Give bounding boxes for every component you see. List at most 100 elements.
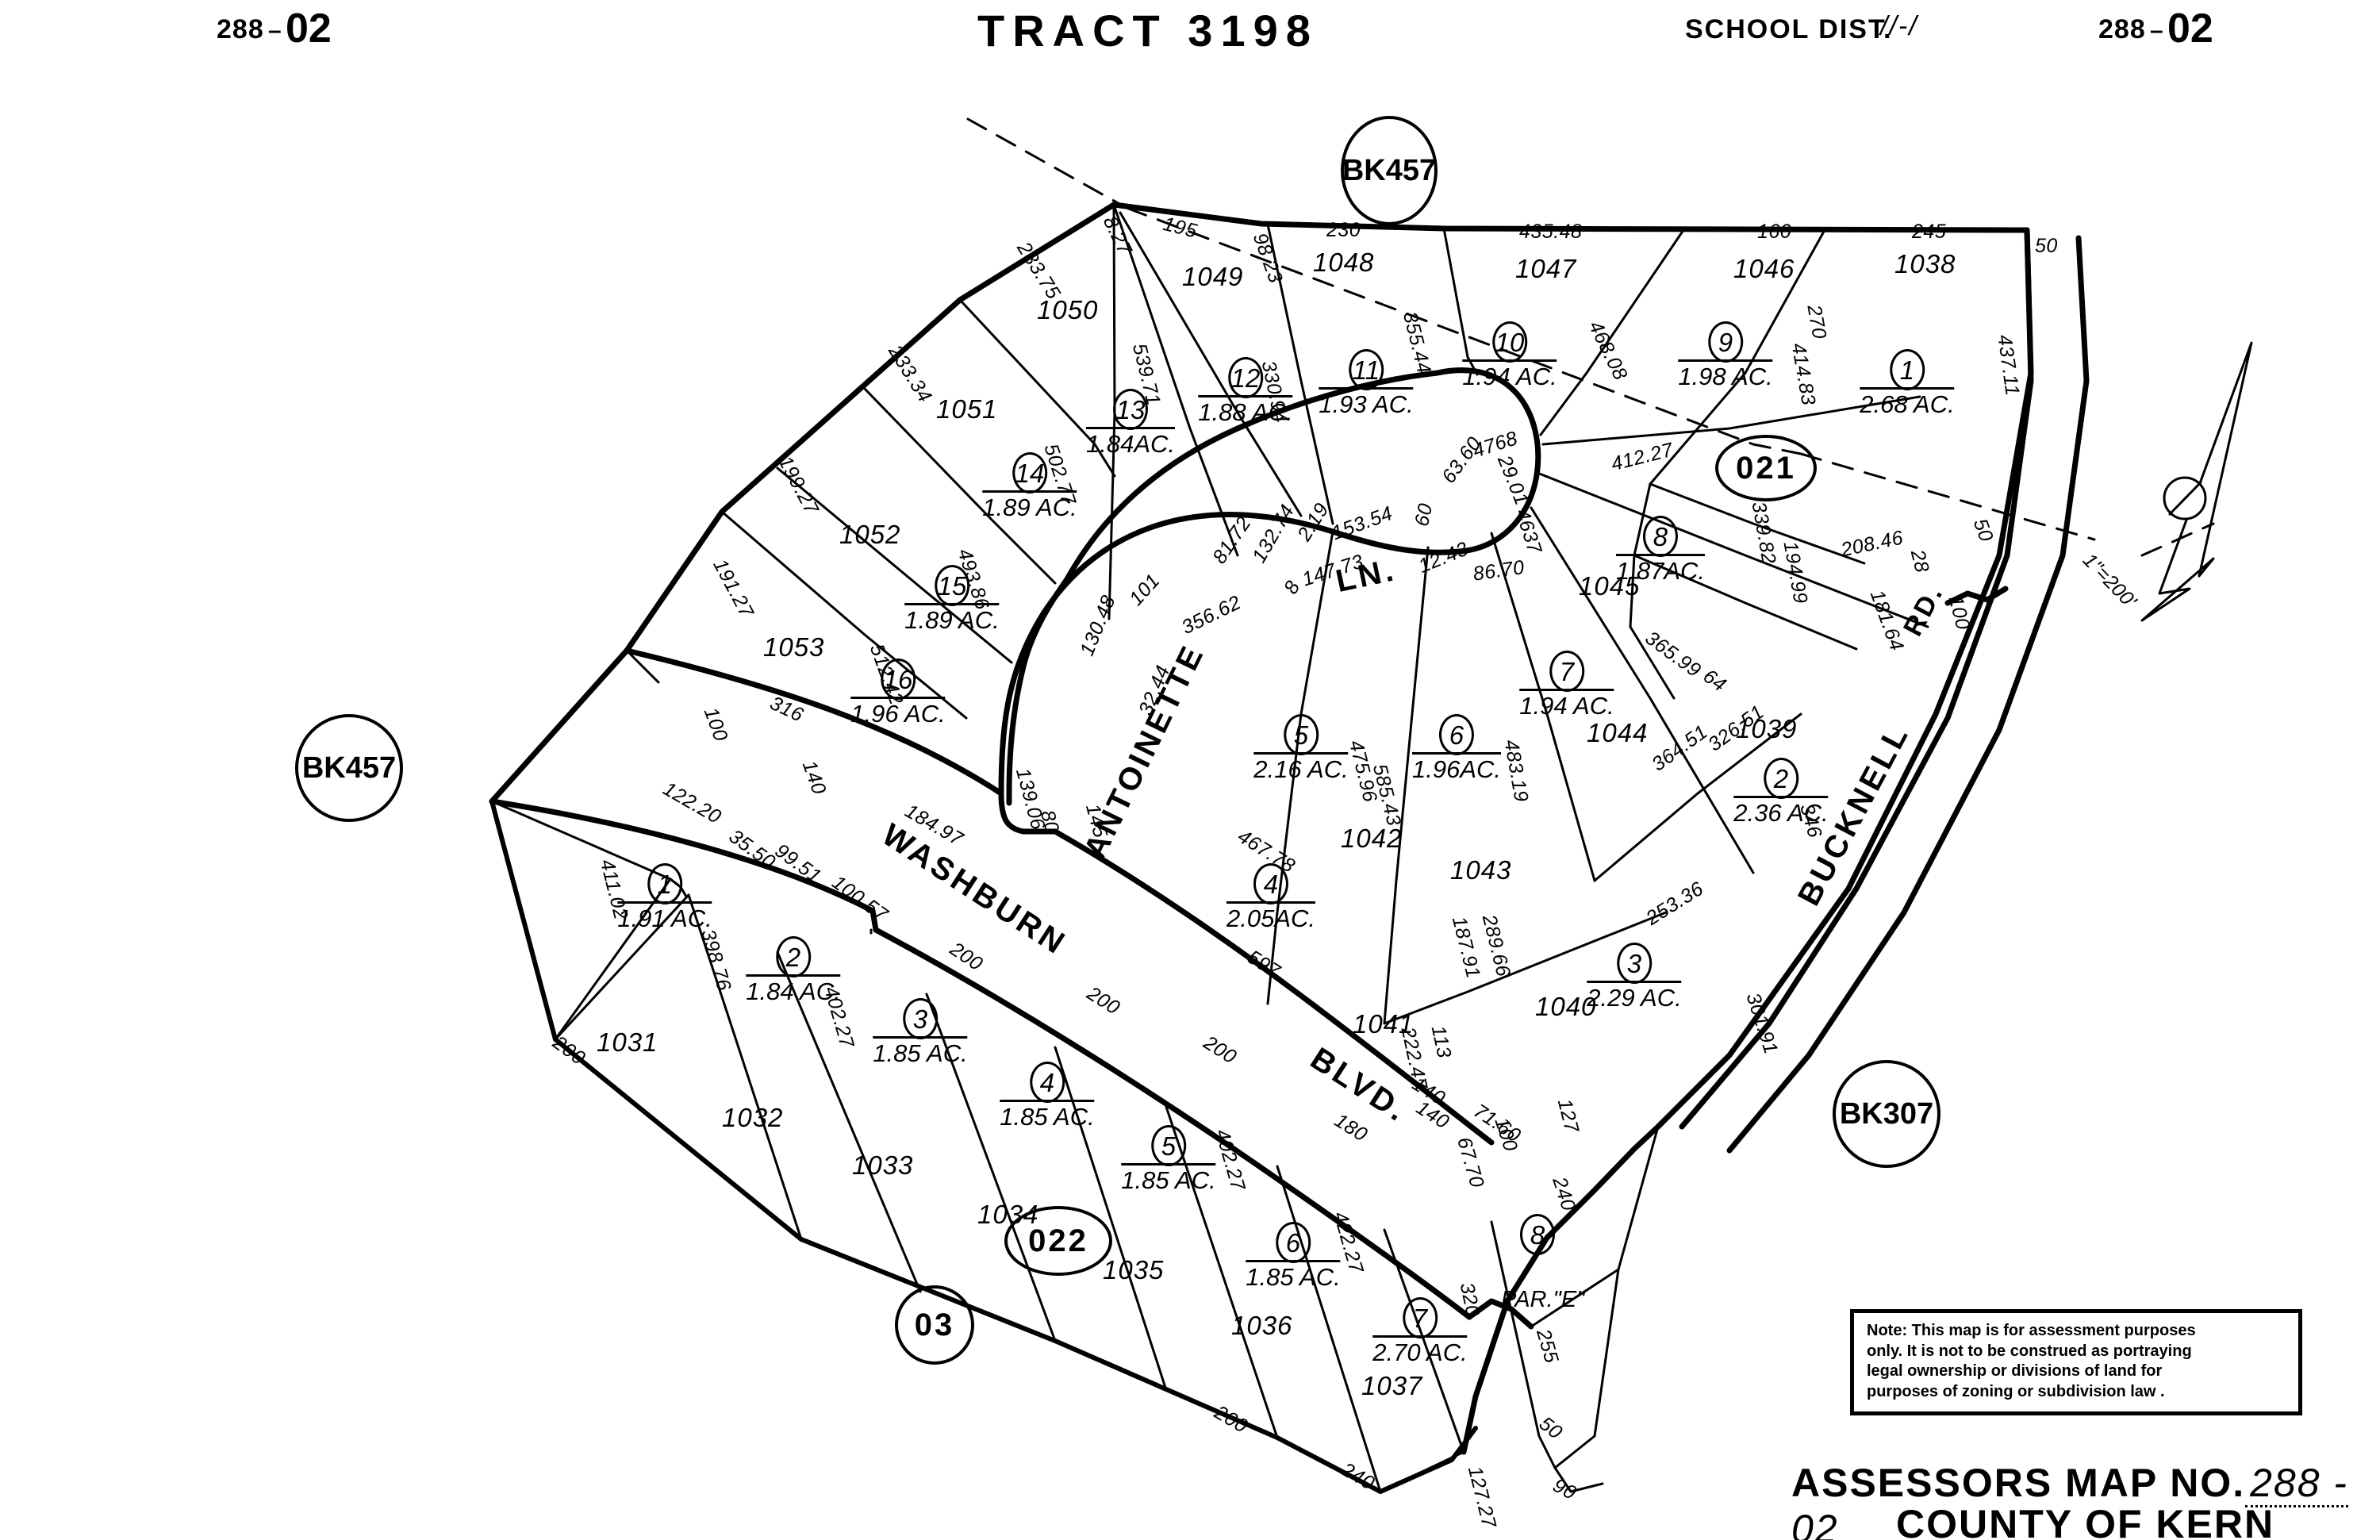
header-right-book: 288 xyxy=(2098,14,2146,44)
lot-14-number: 14 xyxy=(1012,452,1047,493)
lot-5-south[interactable]: 5 1.85 AC. xyxy=(1121,1125,1216,1195)
lot-5-north[interactable]: 5 2.16 AC. xyxy=(1253,714,1349,784)
assessors-map-label: ASSESSORS MAP NO. xyxy=(1791,1461,2246,1505)
dim-245: 245 xyxy=(1912,221,1947,243)
lot-8-south[interactable]: 8 xyxy=(1520,1214,1555,1255)
parcel-number-1035: 1035 xyxy=(1103,1255,1165,1285)
parcel-number-1037: 1037 xyxy=(1361,1371,1423,1400)
parcel-number-1032: 1032 xyxy=(722,1103,784,1132)
lot-6-south-acres: 1.85 AC. xyxy=(1246,1260,1341,1292)
lot-13-acres: 1.84AC. xyxy=(1085,427,1176,459)
washburn-blvd-edges xyxy=(489,647,1534,1330)
lot-1-south-number: 1 xyxy=(647,863,682,904)
parcel-number-1050: 1050 xyxy=(1037,295,1099,325)
page-ref-022[interactable]: 022 xyxy=(1004,1206,1112,1276)
lot-16-number: 16 xyxy=(880,659,916,700)
lot-9-acres: 1.98 AC. xyxy=(1678,359,1773,391)
assessors-map-line: ASSESSORS MAP NO.288 - 02 xyxy=(1791,1460,2380,1540)
lot-9[interactable]: 9 1.98 AC. xyxy=(1678,321,1773,391)
page-ref-021-label: 021 xyxy=(1736,450,1796,486)
dim-160: 160 xyxy=(1757,221,1792,243)
lot-14[interactable]: 14 1.89 AC. xyxy=(982,452,1077,522)
parcel-number-1034: 1034 xyxy=(977,1200,1039,1229)
lot-4-north-acres: 2.05AC. xyxy=(1226,901,1316,933)
lot-4-north[interactable]: 4 2.05AC. xyxy=(1226,863,1316,933)
parcel-number-1051: 1051 xyxy=(936,394,998,424)
lot-5-south-number: 5 xyxy=(1150,1125,1186,1166)
lot-2-south-number: 2 xyxy=(775,936,811,977)
lot-8-south-number: 8 xyxy=(1520,1214,1555,1255)
lot-6-north[interactable]: 6 1.96AC. xyxy=(1411,714,1502,784)
parcel-number-1046: 1046 xyxy=(1733,254,1795,283)
note-line-2: only. It is not to be construed as portr… xyxy=(1867,1342,2192,1360)
lot-3-north[interactable]: 3 2.29 AC. xyxy=(1587,943,1682,1012)
bk307-right-label: BK307 xyxy=(1839,1096,1934,1131)
bk457-top-label: BK457 xyxy=(1342,153,1437,187)
parcel-number-1036: 1036 xyxy=(1231,1311,1293,1340)
parcel-number-1049: 1049 xyxy=(1182,262,1244,291)
lot-7-south[interactable]: 7 2.70 AC. xyxy=(1372,1297,1468,1367)
page-title: TRACT 3198 xyxy=(977,6,1319,56)
county-name: COUNTY OF KERN xyxy=(1896,1502,2275,1540)
parcel-name-par-e: PAR."E" xyxy=(1501,1287,1585,1312)
lot-9-number: 9 xyxy=(1707,321,1743,363)
lot-3-south-acres: 1.85 AC. xyxy=(873,1036,968,1068)
parcel-number-1043: 1043 xyxy=(1450,855,1512,885)
page-ref-03[interactable]: 03 xyxy=(895,1285,974,1365)
lot-8-north-acres: 1.87AC. xyxy=(1615,554,1706,586)
lot-1-south-acres: 1.91 AC. xyxy=(617,901,712,933)
lot-11-number: 11 xyxy=(1348,349,1384,390)
lot-11[interactable]: 11 1.93 AC. xyxy=(1319,349,1414,419)
header-left-page: 02 xyxy=(286,6,332,52)
lot-15-number: 15 xyxy=(934,565,969,606)
lot-2-north[interactable]: 2 2.36 AC. xyxy=(1733,758,1829,828)
lot-12[interactable]: 12 1.88 AC. xyxy=(1198,357,1293,427)
note-line-3: legal ownership or divisions of land for xyxy=(1867,1362,2163,1381)
lot-7-north[interactable]: 7 1.94 AC. xyxy=(1519,651,1614,720)
school-district-label: SCHOOL DIST. xyxy=(1685,14,1893,44)
parcel-number-1047: 1047 xyxy=(1515,254,1577,283)
lot-13[interactable]: 13 1.84AC. xyxy=(1085,389,1176,459)
lot-5-north-acres: 2.16 AC. xyxy=(1253,752,1349,784)
lot-10[interactable]: 10 1.94 AC. xyxy=(1462,321,1557,391)
lot-4-south-number: 4 xyxy=(1029,1062,1065,1103)
parcel-number-1033: 1033 xyxy=(852,1150,914,1180)
lot-5-south-acres: 1.85 AC. xyxy=(1121,1163,1216,1195)
bk457-left-circle[interactable]: BK457 xyxy=(295,714,403,822)
header-right-page: 02 xyxy=(2167,6,2213,52)
parcel-number-1052: 1052 xyxy=(839,520,901,549)
lot-6-south[interactable]: 6 1.85 AC. xyxy=(1246,1222,1341,1292)
parcel-number-1040: 1040 xyxy=(1535,992,1597,1021)
bucknell-rd-edges xyxy=(1679,227,2090,1154)
parcel-number-1044: 1044 xyxy=(1587,718,1649,747)
page-ref-022-label: 022 xyxy=(1028,1223,1088,1258)
lot-5-north-number: 5 xyxy=(1283,714,1319,755)
lot-3-north-acres: 2.29 AC. xyxy=(1587,981,1682,1012)
disclaimer-note-box: Note: This map is for assessment purpose… xyxy=(1850,1309,2302,1416)
lot-1-north[interactable]: 1 2.68 AC. xyxy=(1860,349,1955,419)
lot-3-north-number: 3 xyxy=(1616,943,1652,984)
note-line-1: Note: This map is for assessment purpose… xyxy=(1867,1322,2196,1339)
lot-3-south[interactable]: 3 1.85 AC. xyxy=(873,998,968,1068)
parcel-number-1038: 1038 xyxy=(1894,249,1956,278)
bk307-right-circle[interactable]: BK307 xyxy=(1833,1060,1940,1168)
lot-1-south[interactable]: 1 1.91 AC. xyxy=(617,863,712,933)
lot-4-south[interactable]: 4 1.85 AC. xyxy=(1000,1062,1095,1131)
school-district-value: //-/ xyxy=(1880,11,1918,41)
note-line-4: purposes of zoning or subdivision law . xyxy=(1867,1382,2165,1400)
lot-2-south[interactable]: 2 1.84 AC. xyxy=(746,936,841,1006)
bk457-left-label: BK457 xyxy=(301,751,397,785)
bk457-top-circle[interactable]: BK457 xyxy=(1341,116,1438,225)
lot-11-acres: 1.93 AC. xyxy=(1319,387,1414,419)
lot-16[interactable]: 16 1.96 AC. xyxy=(850,659,946,728)
page-ref-021[interactable]: 021 xyxy=(1715,435,1817,501)
lot-12-number: 12 xyxy=(1227,357,1263,398)
lot-8-north[interactable]: 8 1.87AC. xyxy=(1615,516,1706,586)
lot-7-south-acres: 2.70 AC. xyxy=(1372,1335,1468,1367)
north-arrow xyxy=(2140,341,2253,622)
lot-3-south-number: 3 xyxy=(902,998,938,1039)
lot-15[interactable]: 15 1.89 AC. xyxy=(904,565,1000,635)
lot-1-north-number: 1 xyxy=(1889,349,1925,390)
lot-2-north-number: 2 xyxy=(1763,758,1798,799)
